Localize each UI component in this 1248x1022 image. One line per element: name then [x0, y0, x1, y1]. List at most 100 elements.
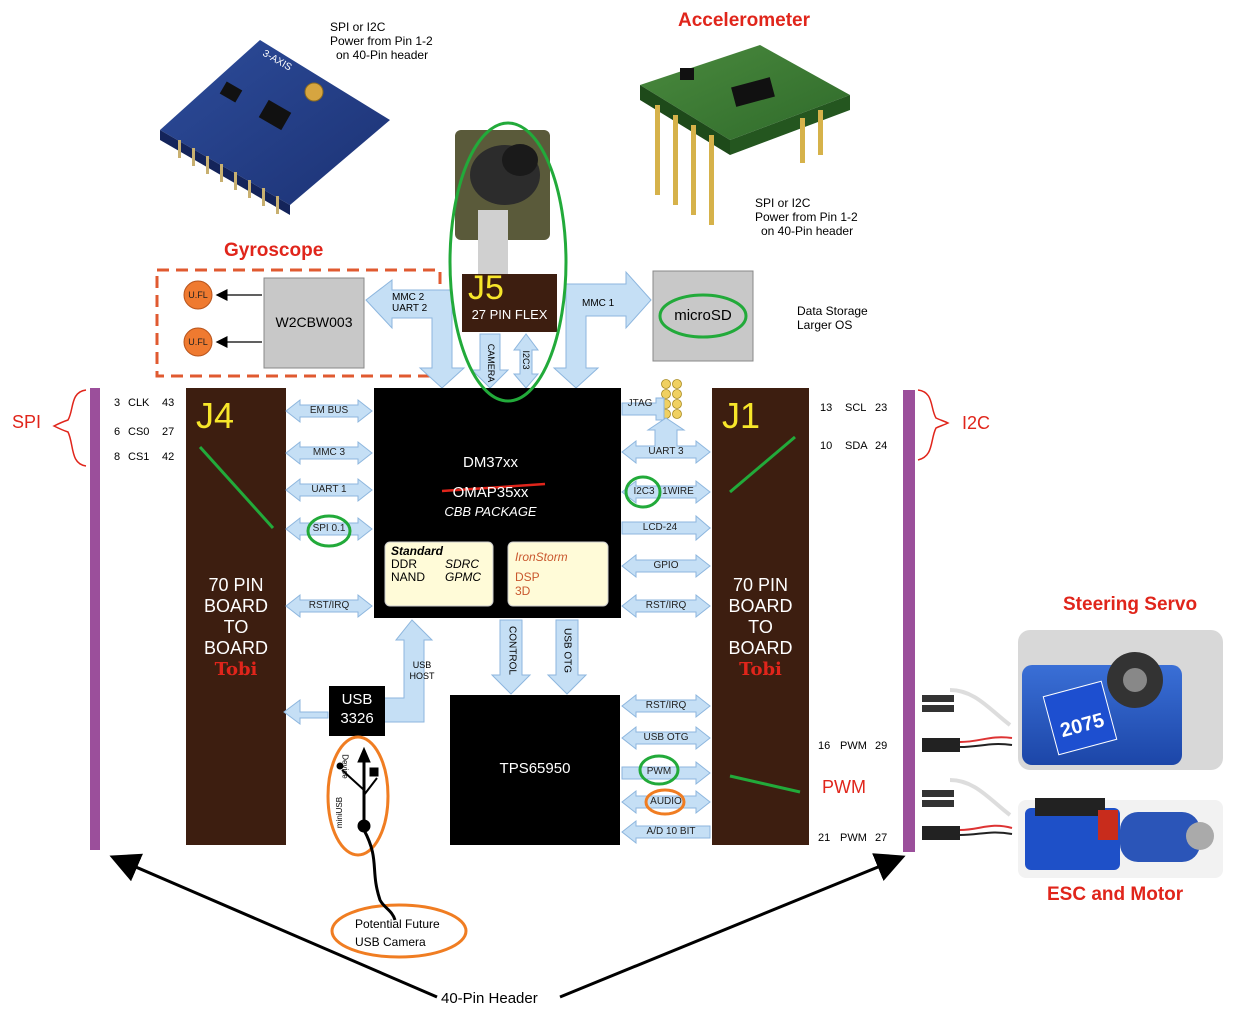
- standard-memory-box: [384, 541, 494, 607]
- tobi-label: Tobi: [214, 659, 258, 680]
- pwm-label: PWM: [822, 777, 866, 797]
- pin-omap: 27: [875, 832, 888, 844]
- uart1-label: UART 1: [311, 484, 347, 495]
- w2cbw003-label: W2CBW003: [275, 314, 353, 330]
- accel-note-line: SPI or I2C: [755, 196, 811, 210]
- ufl-label-1: U.FL: [188, 290, 208, 300]
- camera-bus-label: CAMERA: [486, 343, 496, 383]
- usb3326-line: USB: [341, 691, 373, 708]
- gyro-note-line: SPI or I2C: [330, 20, 386, 34]
- board-line: BOARD: [203, 596, 268, 616]
- control-label: CONTROL: [506, 626, 518, 675]
- usb-camera-note: Potential Future USB Camera: [355, 915, 440, 951]
- pin-number: 21: [818, 832, 831, 844]
- spi-label: SPI: [12, 412, 42, 432]
- storage-note-line: Data Storage: [797, 304, 868, 318]
- j1-board-text: 70 PIN BOARD TO BOARD Tobi: [712, 575, 809, 680]
- esc-motor-title: ESC and Motor: [1047, 884, 1184, 905]
- standard-box-text: Standard DDR SDRC NAND GPMC: [391, 545, 481, 584]
- pwm-bus-label: PWM: [646, 766, 672, 777]
- pin-name: SDA: [845, 440, 868, 452]
- storage-note-line: Larger OS: [797, 318, 853, 332]
- mmc2-text: MMC 2: [392, 292, 425, 303]
- usb3326-label: USB 3326: [329, 690, 385, 728]
- pin-number: 3: [113, 397, 121, 409]
- pin-name: CLK: [128, 397, 150, 409]
- pmic-label: TPS65950: [499, 760, 571, 777]
- highlight-ovals: [306, 121, 748, 959]
- pin-number: 6: [113, 426, 121, 438]
- rst-irq-left-label: RST/IRQ: [308, 600, 350, 611]
- pin-number: 13: [820, 402, 833, 414]
- spi-brace: [52, 389, 87, 467]
- pwm-pin-row-1: 16 PWM 29: [818, 740, 895, 752]
- j1-board-connector: [712, 388, 809, 845]
- esc-motor-image: [1018, 798, 1223, 878]
- pin-omap: 27: [162, 426, 175, 438]
- standard-item: SDRC: [445, 557, 480, 571]
- tobi-label: Tobi: [739, 659, 782, 680]
- pin-row: 13 SCL 23: [820, 402, 895, 440]
- camera-module-image: [455, 130, 550, 275]
- i2c-label: I2C: [962, 413, 991, 433]
- em-bus-label: EM BUS: [309, 405, 349, 416]
- ironstorm-item: 3D: [515, 584, 531, 598]
- pin-row: 3 CLK 43: [106, 397, 182, 426]
- servo-connector-image: [922, 688, 1013, 752]
- forty-pin-header-label: 40-Pin Header: [441, 990, 538, 1007]
- accel-note: SPI or I2C Power from Pin 1-2 on 40-Pin …: [755, 196, 858, 238]
- pwm-pin-row-2: 21 PWM 27: [818, 832, 895, 844]
- usb-host-label: USB HOST: [404, 660, 440, 682]
- i2c-brace: [917, 389, 950, 461]
- accelerometer-image: [640, 45, 850, 225]
- pin-row: 6 CS0 27: [106, 426, 182, 451]
- left-40-pin-header: [90, 388, 100, 850]
- ufl-connector-2: [183, 327, 213, 357]
- left-pin-table: 3 CLK 43 6 CS0 27 8 CS1 42: [106, 397, 182, 471]
- ironstorm-box-text: IronStorm DSP 3D: [515, 550, 568, 598]
- ironstorm-box: [507, 541, 609, 607]
- pin-number: 10: [820, 440, 833, 452]
- pin-name: CS0: [128, 426, 150, 438]
- spi01-label: SPI 0.1: [312, 523, 346, 534]
- standard-row: DDR SDRC: [391, 558, 481, 571]
- accelerometer-title: Accelerometer: [678, 10, 811, 31]
- gyro-note-line: on 40-Pin header: [336, 48, 429, 62]
- jtag-label: JTAG: [627, 398, 653, 409]
- standard-item: GPMC: [445, 570, 481, 584]
- pin-name: CS1: [128, 451, 150, 463]
- pin-number: 16: [818, 740, 831, 752]
- audio-bus-label: AUDIO: [650, 796, 682, 807]
- usb-device-text: Device: [340, 754, 350, 779]
- ufl-connector-1: [183, 280, 213, 310]
- lcd24-arrow: [621, 514, 711, 542]
- pin-omap: 43: [162, 397, 175, 409]
- ufl-label-2: U.FL: [188, 337, 208, 347]
- header-arrow-right: [559, 853, 906, 999]
- pin-row: 10 SDA 24: [820, 440, 895, 460]
- left-bus-arrows: [285, 398, 373, 619]
- accel-note-line: Power from Pin 1-2: [755, 210, 858, 224]
- right-40-pin-header: [903, 390, 915, 852]
- gyroscope-title: Gyroscope: [224, 240, 324, 261]
- j4-board-text: 70 PIN BOARD TO BOARD Tobi: [186, 575, 286, 680]
- usb-otg-vertical-label: USB OTG: [561, 627, 573, 673]
- cpu-name: DM37xx: [462, 454, 518, 471]
- pin-row: 8 CS1 42: [106, 451, 182, 471]
- mmc3-label: MMC 3: [312, 447, 346, 458]
- header-arrow-left: [109, 853, 438, 999]
- right-pin-table: 13 SCL 23 10 SDA 24: [820, 402, 895, 460]
- pin-omap: 23: [875, 402, 888, 414]
- j4-board-connector: [186, 388, 286, 845]
- ad10-bus-label: A/D 10 BIT: [646, 826, 696, 837]
- board-line: BOARD: [203, 638, 268, 658]
- cpu-package: CBB PACKAGE: [444, 504, 537, 519]
- steering-servo-title: Steering Servo: [1063, 594, 1198, 615]
- usb-mini-text: miniUSB: [335, 796, 345, 829]
- usb3326-chip: [329, 686, 385, 736]
- board-line: TO: [748, 617, 773, 637]
- standard-row: NAND GPMC: [391, 571, 481, 584]
- ironstorm-item: DSP: [515, 570, 540, 584]
- uart3-label: UART 3: [648, 446, 684, 457]
- pin-omap: 42: [162, 451, 175, 463]
